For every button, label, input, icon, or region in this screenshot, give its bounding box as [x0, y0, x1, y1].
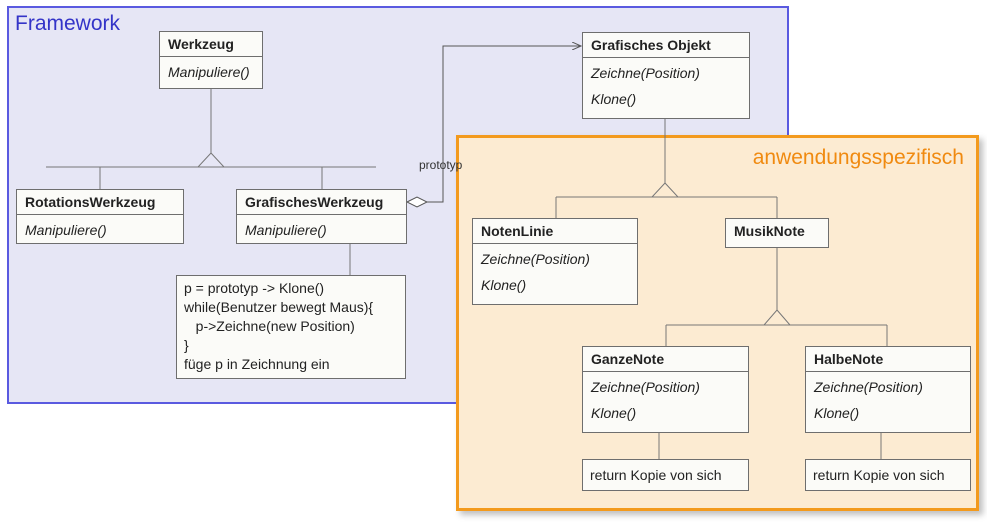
- class-name: RotationsWerkzeug: [25, 194, 156, 210]
- code-line: while(Benutzer bewegt Maus){: [184, 299, 374, 315]
- note-text: return Kopie von sich: [590, 467, 722, 483]
- grafischesobjekt-generalization-triangle: [650, 182, 680, 198]
- operation: Manipuliere(): [168, 64, 250, 80]
- class-name: Werkzeug: [168, 36, 234, 52]
- class-werkzeug: Werkzeug Manipuliere(): [159, 31, 263, 89]
- ganzenote-klone-note: return Kopie von sich: [582, 459, 749, 491]
- class-name: GanzeNote: [591, 351, 665, 367]
- operation: Zeichne(Position): [814, 379, 923, 395]
- class-rotationswerkzeug: RotationsWerkzeug Manipuliere(): [16, 189, 184, 244]
- framework-title: Framework: [15, 12, 121, 35]
- code-line: p->Zeichne(new Position): [184, 318, 355, 334]
- operation: Zeichne(Position): [481, 251, 590, 267]
- class-grafisches-objekt: Grafisches Objekt Zeichne(Position) Klon…: [582, 32, 750, 119]
- class-operations: Zeichne(Position) Klone(): [583, 371, 748, 429]
- class-operations: Zeichne(Position) Klone(): [473, 243, 637, 301]
- class-musiknote: MusikNote: [725, 218, 829, 248]
- class-operations: Zeichne(Position) Klone(): [583, 57, 749, 115]
- application-region: anwendungsspezifisch: [456, 135, 979, 511]
- operation: Klone(): [481, 277, 527, 293]
- class-grafischeswerkzeug: GrafischesWerkzeug Manipuliere(): [236, 189, 407, 244]
- operation: Zeichne(Position): [591, 379, 700, 395]
- operation: Klone(): [591, 405, 637, 421]
- operation: Manipuliere(): [25, 222, 107, 238]
- musiknote-generalization-triangle: [762, 309, 792, 326]
- class-operations: Zeichne(Position) Klone(): [806, 371, 970, 429]
- class-operations: Manipuliere(): [17, 214, 183, 246]
- class-name: HalbeNote: [814, 351, 884, 367]
- werkzeug-generalization-triangle: [196, 152, 226, 168]
- class-halbenote: HalbeNote Zeichne(Position) Klone(): [805, 346, 971, 433]
- code-line: füge p in Zeichnung ein: [184, 356, 330, 372]
- class-notenlinie: NotenLinie Zeichne(Position) Klone(): [472, 218, 638, 305]
- note-text: return Kopie von sich: [813, 467, 945, 483]
- class-name: NotenLinie: [481, 223, 554, 239]
- prototype-association-line: [427, 46, 581, 203]
- class-name: MusikNote: [734, 223, 805, 239]
- manipuliere-code-note: p = prototyp -> Klone() while(Benutzer b…: [176, 275, 406, 379]
- code-line: p = prototyp -> Klone(): [184, 280, 325, 296]
- operation: Zeichne(Position): [591, 65, 700, 81]
- halbenote-klone-note: return Kopie von sich: [805, 459, 971, 491]
- class-operations: Manipuliere(): [160, 56, 262, 88]
- class-name: Grafisches Objekt: [591, 37, 711, 53]
- operation: Klone(): [591, 91, 637, 107]
- class-ganzenote: GanzeNote Zeichne(Position) Klone(): [582, 346, 749, 433]
- prototype-label: prototyp: [419, 158, 463, 172]
- operation: Klone(): [814, 405, 860, 421]
- code-line: }: [184, 337, 189, 353]
- application-title: anwendungsspezifisch: [752, 146, 964, 169]
- prototype-aggregation-diamond: [405, 196, 429, 208]
- operation: Manipuliere(): [245, 222, 327, 238]
- class-operations: Manipuliere(): [237, 214, 406, 246]
- class-name: GrafischesWerkzeug: [245, 194, 384, 210]
